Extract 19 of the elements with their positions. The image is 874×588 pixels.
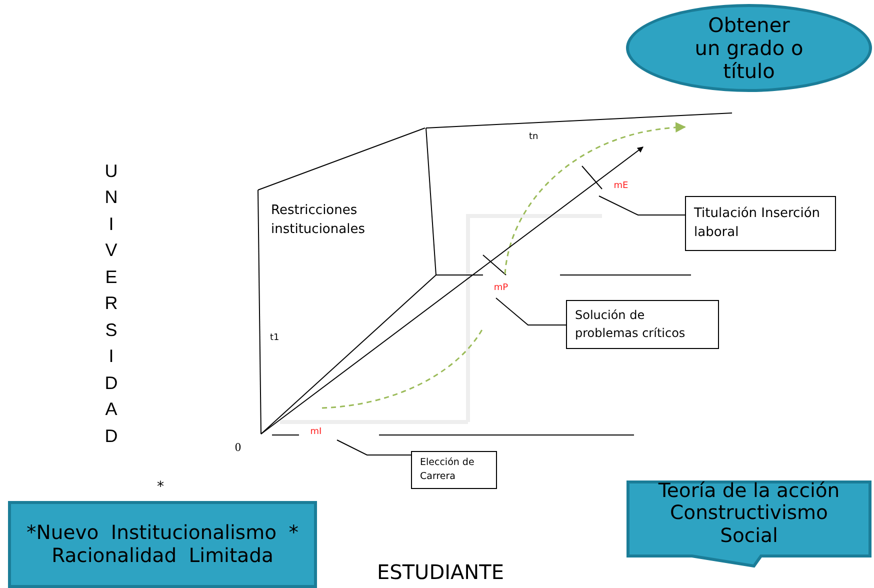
axis-title: UNIVERSIDAD (104, 160, 118, 448)
leader-line (496, 298, 566, 326)
origin-label: 0 (235, 440, 241, 455)
leader-line (598, 196, 686, 216)
outcome-box: Titulación Inserción laboral (685, 196, 836, 251)
theory-box: *Nuevo Institucionalismo * Racionalidad Limitada (8, 501, 317, 588)
time-label: t1 (270, 333, 280, 343)
region-label: Restricciones institucionales (271, 202, 366, 239)
moment-label: mE (609, 179, 633, 193)
goal-ellipse: Obtener un grado o título (626, 4, 872, 92)
process-box: Solución de problemas críticos (566, 300, 719, 349)
moment-label: mI (305, 425, 327, 439)
process-box: Elección de Carrera (411, 451, 497, 489)
time-label: tn (529, 132, 538, 142)
theory-callout: Teoría de la acción Constructivismo Social (626, 480, 872, 568)
asterisk-label: * (157, 479, 164, 495)
moment-label: mP (489, 281, 513, 295)
leader-line (336, 440, 412, 456)
axis-title: ESTUDIANTE (377, 560, 504, 584)
